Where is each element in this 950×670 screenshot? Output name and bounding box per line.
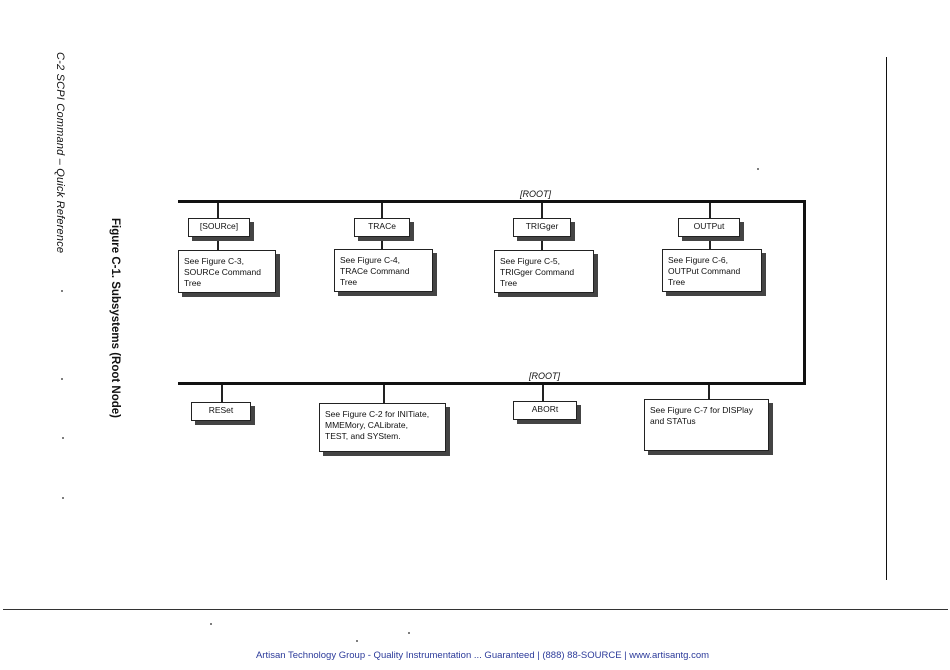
connector bbox=[383, 385, 385, 403]
node-source: [SOURce] bbox=[188, 218, 250, 237]
connector bbox=[709, 237, 711, 249]
top-root-bus bbox=[178, 200, 806, 203]
connector bbox=[381, 203, 383, 218]
page-bottom-rule bbox=[3, 609, 948, 610]
note-line: Tree bbox=[340, 277, 358, 287]
connector bbox=[381, 237, 383, 249]
note-line: Tree bbox=[668, 277, 686, 287]
note-trigger-tree: See Figure C-5, TRIGger Command Tree bbox=[494, 250, 594, 293]
scan-speck bbox=[408, 632, 410, 634]
node-reset: RESet bbox=[191, 402, 251, 421]
bottom-root-label: [ROOT] bbox=[527, 371, 562, 381]
note-line: and STATus bbox=[650, 416, 696, 426]
note-line: See Figure C-4, bbox=[340, 255, 400, 265]
connector bbox=[708, 385, 710, 399]
note-line: Tree bbox=[184, 278, 202, 288]
connector bbox=[221, 385, 223, 402]
note-line: See Figure C-3, bbox=[184, 256, 244, 266]
note-trace-tree: See Figure C-4, TRACe Command Tree bbox=[334, 249, 433, 292]
note-initiate-mmemory-calibrate-test-system: See Figure C-2 for INITiate, MMEMory, CA… bbox=[319, 403, 446, 452]
page-side-header: C-2 SCPI Command – Quick Reference bbox=[54, 52, 66, 254]
footer-banner: Artisan Technology Group - Quality Instr… bbox=[255, 650, 710, 661]
node-abort: ABORt bbox=[513, 401, 577, 420]
note-line: See Figure C-2 for INITiate, bbox=[325, 409, 430, 419]
note-line: OUTPut Command bbox=[668, 266, 741, 276]
connector bbox=[709, 203, 711, 218]
scan-speck bbox=[757, 168, 759, 170]
scan-speck bbox=[356, 640, 358, 642]
connector bbox=[217, 203, 219, 218]
scan-speck bbox=[61, 378, 63, 380]
note-line: TEST, and SYStem. bbox=[325, 431, 401, 441]
node-trigger: TRIGger bbox=[513, 218, 571, 237]
note-display-status: See Figure C-7 for DISPlay and STATus bbox=[644, 399, 769, 451]
note-source-tree: See Figure C-3, SOURCe Command Tree bbox=[178, 250, 276, 293]
scan-speck bbox=[62, 437, 64, 439]
note-output-tree: See Figure C-6, OUTPut Command Tree bbox=[662, 249, 762, 292]
note-line: See Figure C-7 for DISPlay bbox=[650, 405, 753, 415]
page-right-rule bbox=[886, 57, 887, 580]
note-line: See Figure C-6, bbox=[668, 255, 728, 265]
note-line: See Figure C-5, bbox=[500, 256, 560, 266]
note-line: TRIGger Command bbox=[500, 267, 575, 277]
note-line: MMEMory, CALibrate, bbox=[325, 420, 408, 430]
note-line: TRACe Command bbox=[340, 266, 410, 276]
note-line: SOURCe Command bbox=[184, 267, 261, 277]
scan-speck bbox=[210, 623, 212, 625]
node-output: OUTPut bbox=[678, 218, 740, 237]
connector bbox=[541, 237, 543, 250]
note-line: Tree bbox=[500, 278, 518, 288]
bottom-root-bus bbox=[178, 382, 806, 385]
node-trace: TRACe bbox=[354, 218, 410, 237]
scan-speck bbox=[61, 290, 63, 292]
connector bbox=[541, 203, 543, 218]
top-root-label: [ROOT] bbox=[518, 189, 553, 199]
scan-speck bbox=[62, 497, 64, 499]
right-connector-bus bbox=[803, 200, 806, 385]
figure-caption: Figure C-1. Subsystems (Root Node) bbox=[109, 218, 121, 418]
connector bbox=[542, 385, 544, 401]
connector bbox=[217, 237, 219, 250]
